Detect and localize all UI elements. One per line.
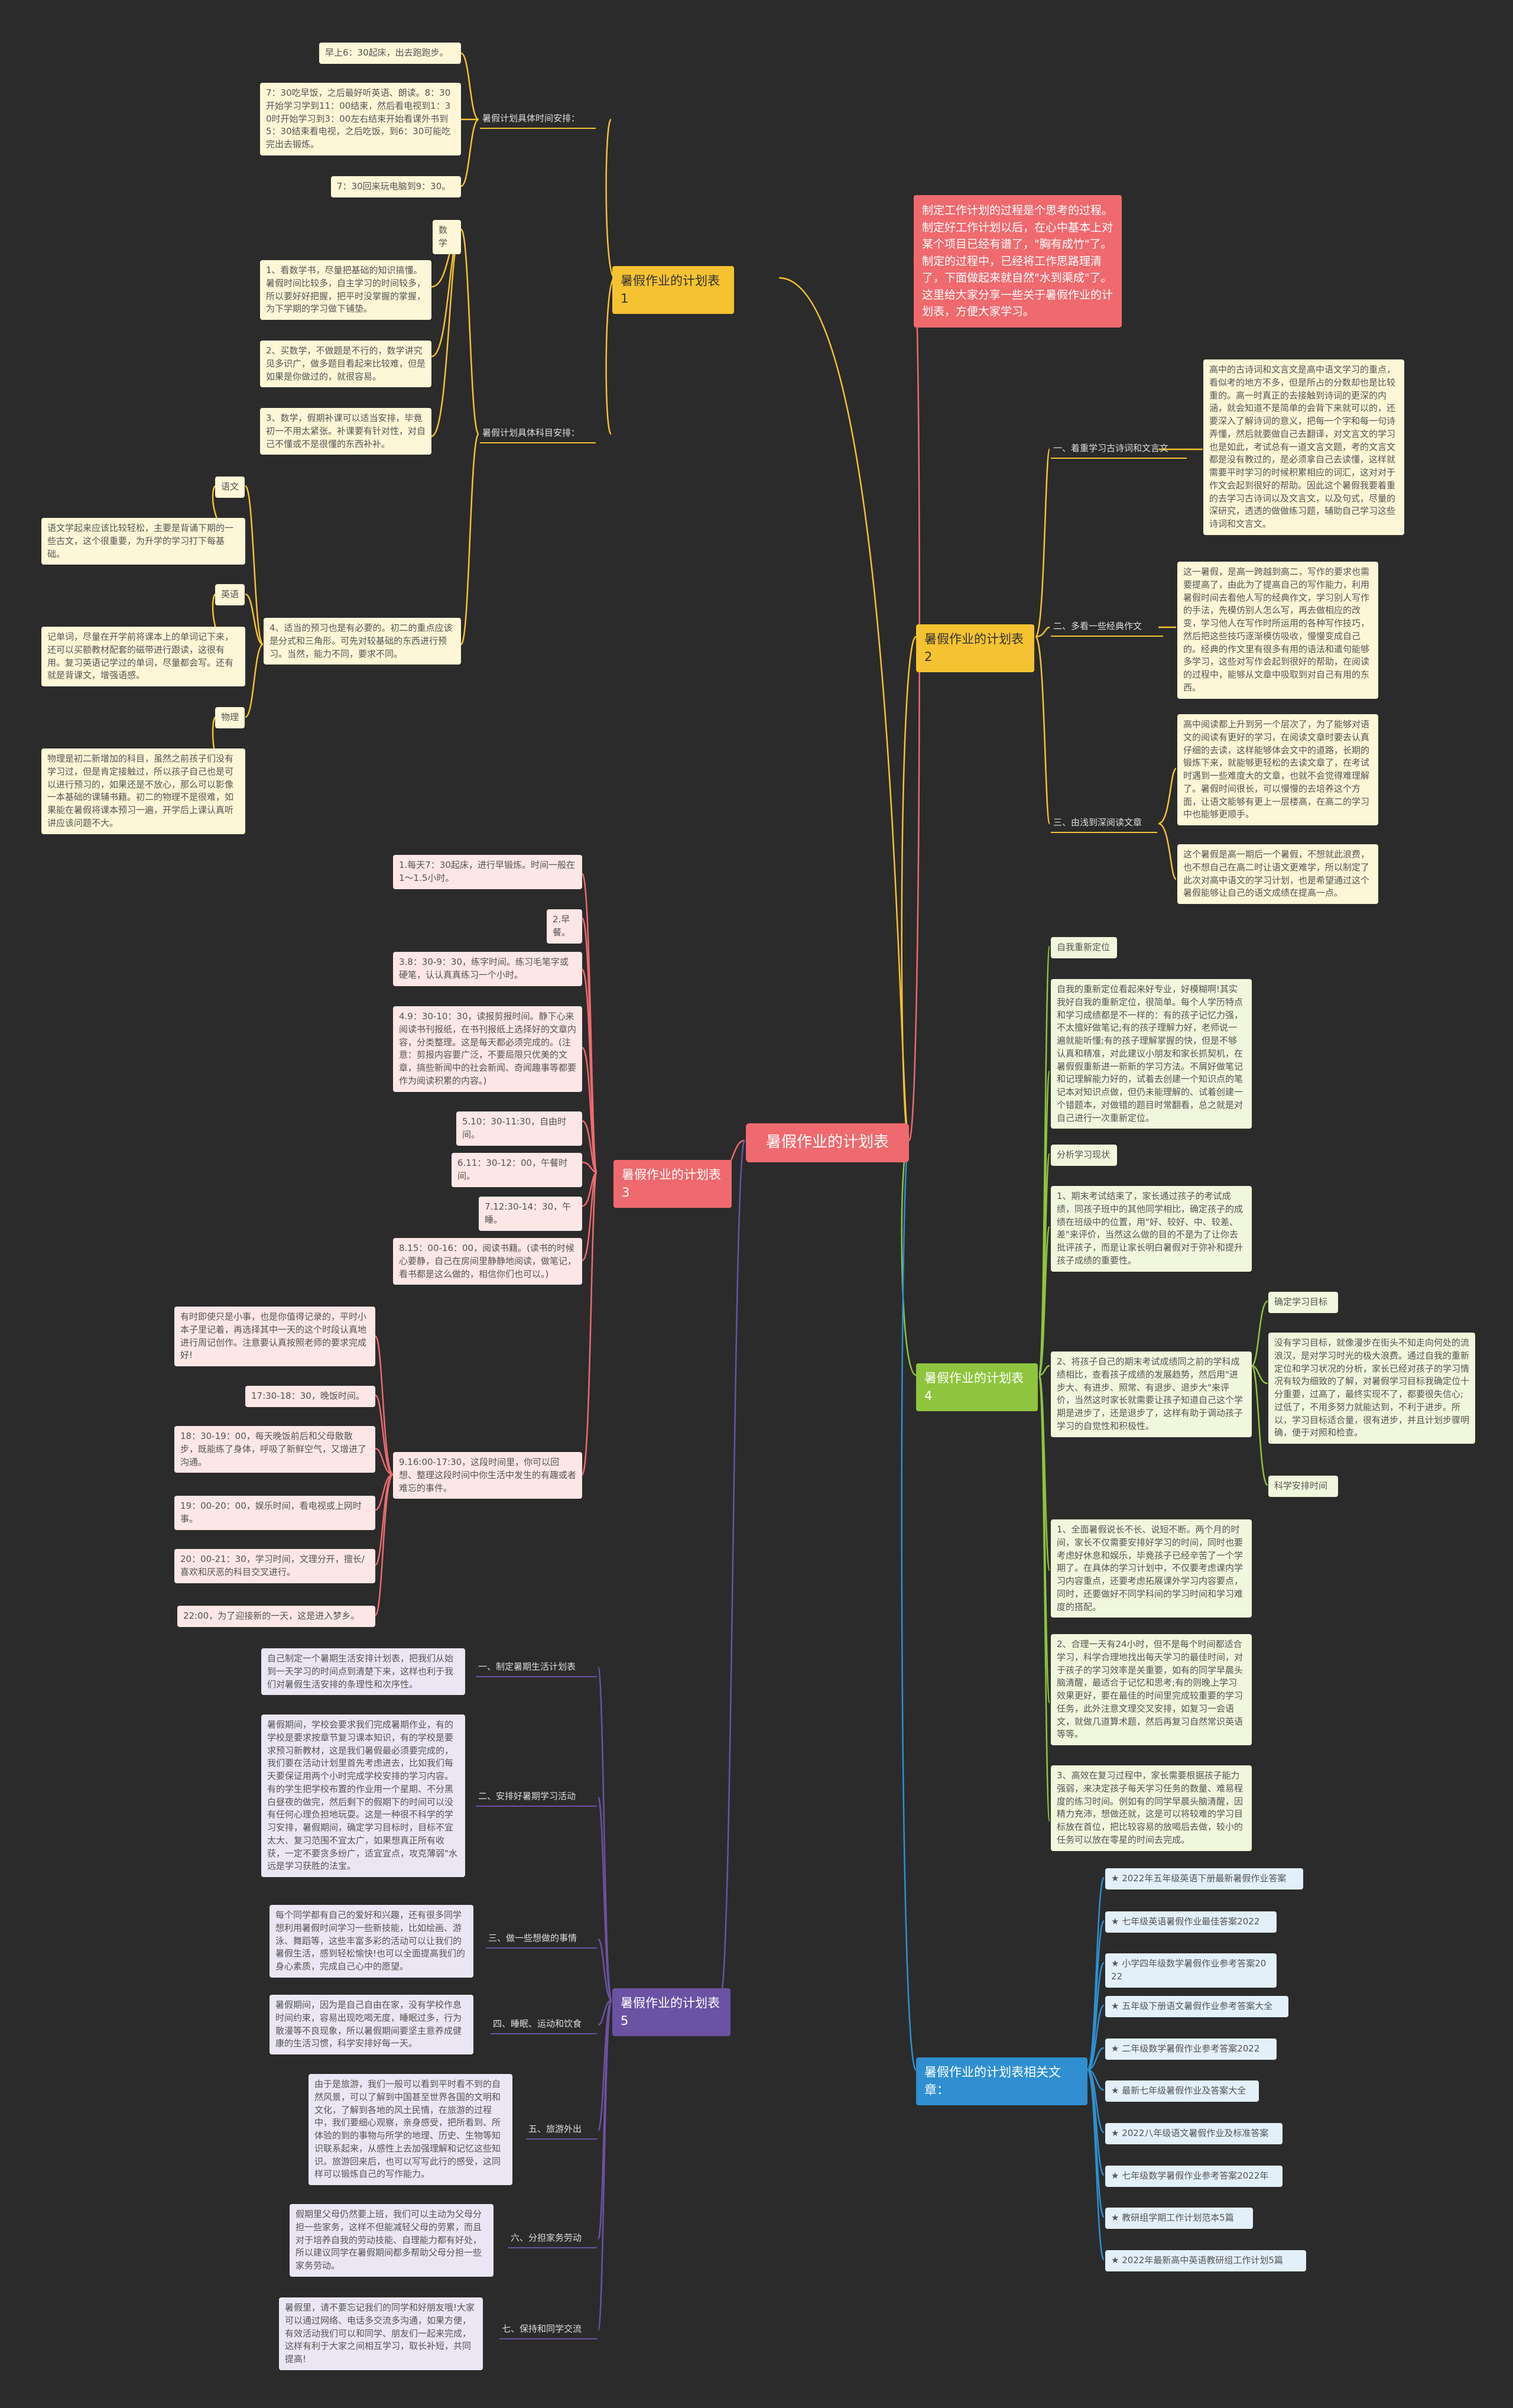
b3-sub-item: 22:00，为了迎接新的一天，这是进入梦乡。 xyxy=(177,1606,375,1627)
b5-item-label[interactable]: 六、分担家务劳动 xyxy=(508,2229,597,2248)
b3-item: 6.11：30-12：00，午餐时间。 xyxy=(452,1153,582,1187)
b2-item-2-text: 这一暑假，是高一跨越到高二，写作的要求也需要提高了，由此为了提高自己的写作能力，… xyxy=(1177,562,1378,699)
branch-1-title[interactable]: 暑假作业的计划表1 xyxy=(612,266,734,314)
b1-english-text: 记单词，尽量在开学前将课本上的单词记下来，还可以买额教材配套的磁带进行跟读，这很… xyxy=(41,627,245,686)
related-article-link[interactable]: ★ 教研组学期工作计划范本5篇 xyxy=(1105,2208,1253,2229)
b4-label-self-positioning[interactable]: 自我重新定位 xyxy=(1051,937,1117,958)
b4-text: 1、期末考试结束了，家长通过孩子的考试成绩，同孩子班中的其他同学相比，确定孩子的… xyxy=(1051,1186,1252,1272)
b4-label-time[interactable]: 科学安排时间 xyxy=(1268,1476,1338,1497)
b2-item-1-label[interactable]: 一、着重学习古诗词和文言文 xyxy=(1051,440,1187,459)
b3-item: 2.早餐。 xyxy=(547,909,582,944)
intro-text: 制定工作计划的过程是个思考的过程。制定好工作计划以后，在心中基本上对某个项目已经… xyxy=(914,195,1122,328)
b5-item-text: 自己制定一个暑期生活安排计划表，把我们从始到一天学习的时间点到清楚下来，这样也利… xyxy=(261,1648,465,1696)
b3-item: 9.16:00-17:30，这段时间里，你可以回想、整理这段时间中你生活中发生的… xyxy=(393,1452,582,1499)
related-article-link[interactable]: ★ 2022年五年级英语下册最新暑假作业答案 xyxy=(1105,1868,1303,1890)
b5-item-label[interactable]: 五、旅游外出 xyxy=(526,2121,597,2140)
b4-text: 2、将孩子自己的期末考试成绩同之前的学科成绩相比，查看孩子成绩的发展趋势，然后用… xyxy=(1051,1352,1252,1437)
b5-item-label[interactable]: 二、安排好暑期学习活动 xyxy=(476,1788,597,1807)
b1-physics-text: 物理是初二新增加的科目，虽然之前孩子们没有学习过，但是肯定接触过，所以孩子自己也… xyxy=(41,748,245,834)
b3-item: 8.15：00-16：00，阅读书籍。(读书的时候心要静，自己在房间里静静地阅读… xyxy=(393,1238,582,1285)
b1-time-schedule-label[interactable]: 暑假计划具体时间安排： xyxy=(480,110,596,129)
b1-subject-schedule-label[interactable]: 暑假计划具体科目安排： xyxy=(480,424,596,443)
b1-math-item: 3、数学，假期补课可以适当安排，毕竟初一不用太紧张。补课要有针对性，对自己不懂或… xyxy=(260,408,431,455)
b4-text: 2、合理一天有24小时，但不是每个时间都适合学习，科学合理地找出每天学习的最佳时… xyxy=(1051,1634,1252,1745)
b1-time-item: 7：30吃早饭，之后最好听英语、朗读。8：30开始学习学到11：00结束，然后看… xyxy=(260,83,461,155)
b1-item-4: 4、适当的预习也是有必要的。初二的重点应该是分式和三角形。可先对较基础的东西进行… xyxy=(264,618,461,665)
b3-item: 7.12:30-14：30，午睡。 xyxy=(479,1197,582,1231)
b1-math-label[interactable]: 数学 xyxy=(433,220,461,254)
related-article-link[interactable]: ★ 小学四年级数学暑假作业参考答案2022 xyxy=(1105,1953,1277,1988)
b4-text: 3、高效在复习过程中，家长需要根据孩子能力强弱，来决定孩子每天学习任务的数量、难… xyxy=(1051,1765,1252,1851)
b5-item-text: 每个同学都有自己的爱好和兴趣，还有很多同学想利用暑假时间学习一些新技能，比如绘画… xyxy=(270,1905,473,1978)
branch-6-title[interactable]: 暑假作业的计划表相关文章： xyxy=(916,2057,1087,2105)
b5-item-text: 暑假期间，学校会要求我们完成暑期作业，有的学校是要求按章节复习课本知识，有的学校… xyxy=(261,1715,465,1877)
b1-time-item: 7：30回来玩电脑到9：30。 xyxy=(331,176,461,197)
branch-3-title[interactable]: 暑假作业的计划表3 xyxy=(613,1160,732,1208)
b4-text: 没有学习目标，就像漫步在街头不知走向何处的流浪汉，是对学习时光的极大浪费。通过自… xyxy=(1268,1333,1475,1444)
b4-text: 自我的重新定位看起来好专业，好模糊啊!其实我好自我的重新定位，很简单。每个人学历… xyxy=(1051,979,1252,1129)
b2-item-3-text: 高中阅读都上升到另一个层次了，为了能够对语文的阅读有更好的学习，在阅读文章时要去… xyxy=(1177,714,1378,825)
branch-4-title[interactable]: 暑假作业的计划表4 xyxy=(916,1363,1038,1411)
related-article-link[interactable]: ★ 2022年最新高中英语教研组工作计划5篇 xyxy=(1105,2250,1306,2271)
b3-sub-item: 20：00-21：30，学习时间，文理分开，擅长/喜欢和厌恶的科目交叉进行。 xyxy=(174,1549,375,1583)
b3-item: 1.每天7：30起床，进行早锻炼。时间一般在1～1.5小时。 xyxy=(393,855,582,889)
b5-item-label[interactable]: 四、睡眠、运动和饮食 xyxy=(491,2015,597,2034)
related-article-link[interactable]: ★ 2022八年级语文暑假作业及标准答案 xyxy=(1105,2123,1283,2144)
b4-label-analysis[interactable]: 分析学习现状 xyxy=(1051,1145,1117,1166)
b2-item-2-label[interactable]: 二、多看一些经典作文 xyxy=(1051,618,1163,637)
b5-item-text: 由于是旅游，我们一般可以看到平时看不到的自然风景，可以了解到中国甚至世界各国的文… xyxy=(309,2074,512,2185)
b4-label-goal[interactable]: 确定学习目标 xyxy=(1268,1292,1338,1313)
b2-item-1-text: 高中的古诗词和文言文是高中语文学习的重点，看似考的地方不多，但是所占的分数却也是… xyxy=(1203,359,1404,535)
b3-sub-item: 18：30-19：00，每天晚饭前后和父母散散步，既能练了身体，呼吸了新鲜空气，… xyxy=(174,1426,375,1473)
root-topic[interactable]: 暑假作业的计划表 xyxy=(746,1123,909,1162)
b3-item: 4.9：30-10：30，读报剪报时间。静下心来阅读书刊报纸，在书刊报纸上选择好… xyxy=(393,1006,582,1092)
b5-item-label[interactable]: 三、做一些想做的事情 xyxy=(486,1930,597,1949)
b2-item-3-label[interactable]: 三、由浅到深阅读文章 xyxy=(1051,814,1157,833)
branch-2-title[interactable]: 暑假作业的计划表2 xyxy=(916,624,1034,672)
b1-time-item: 早上6：30起床，出去跑跑步。 xyxy=(319,43,461,64)
branch-5-title[interactable]: 暑假作业的计划表5 xyxy=(612,1988,730,2036)
b1-chinese-text: 语文学起来应该比较轻松，主要是背诵下期的一些古文，这个很重要，为升学的学习打下每… xyxy=(41,518,245,565)
b5-item-text: 假期里父母仍然要上班，我们可以主动为父母分担一些家务，这样不但能减轻父母的劳累，… xyxy=(290,2204,493,2277)
related-article-link[interactable]: ★ 七年级英语暑假作业最佳答案2022 xyxy=(1105,1911,1277,1933)
related-article-link[interactable]: ★ 五年级下册语文暑假作业参考答案大全 xyxy=(1105,1996,1288,2017)
related-article-link[interactable]: ★ 七年级数学暑假作业参考答案2022年 xyxy=(1105,2166,1283,2187)
b3-sub-item: 有时即使只是小事，也是你值得记录的，平时小本子里记着，再选择其中一天的这个时段认… xyxy=(174,1307,375,1366)
related-article-link[interactable]: ★ 最新七年级暑假作业及答案大全 xyxy=(1105,2080,1259,2102)
b3-sub-item: 17:30-18：30，晚饭时间。 xyxy=(245,1386,375,1407)
b3-sub-item: 19：00-20：00，娱乐时间，看电视或上网时事。 xyxy=(174,1496,375,1530)
b3-item: 5.10：30-11:30，自由时间。 xyxy=(456,1111,582,1146)
b1-english-label[interactable]: 英语 xyxy=(215,584,245,605)
b1-math-item: 2、买数学，不做题是不行的，数学讲究见多识广，做多题目看起来比较难，但是如果是你… xyxy=(260,341,431,388)
b1-chinese-label[interactable]: 语文 xyxy=(215,477,245,498)
b1-math-item: 1、看数学书，尽量把基础的知识搞懂。暑假时间比较多，自主学习的时间较多，所以要好… xyxy=(260,260,431,320)
b5-item-text: 暑假期间，因为是自己自由在家，没有学校作息时间约束，容易出现吃喝无度，睡眠过多，… xyxy=(270,1995,473,2054)
related-article-link[interactable]: ★ 二年级数学暑假作业参考答案2022 xyxy=(1105,2038,1277,2060)
b5-item-text: 暑假里，请不要忘记我们的同学和好朋友哦!大家可以通过网络、电话多交流多沟通，如果… xyxy=(279,2297,483,2370)
b3-item: 3.8：30-9：30，练字时间。练习毛笔字或硬笔，认认真真练习一个小时。 xyxy=(393,952,582,986)
b5-item-label[interactable]: 一、制定暑期生活计划表 xyxy=(476,1658,597,1677)
b1-physics-label[interactable]: 物理 xyxy=(215,707,245,728)
b4-text: 1、全面暑假说长不长、说短不断。两个月的时间，家长不仅需要安排好学习的时间，同时… xyxy=(1051,1519,1252,1618)
b5-item-label[interactable]: 七、保持和同学交流 xyxy=(499,2321,597,2339)
b2-item-3-text-2: 这个暑假是高一期后一个暑假，不想就此浪费，也不想自己在高二时让语文更难学，所以制… xyxy=(1177,844,1378,904)
